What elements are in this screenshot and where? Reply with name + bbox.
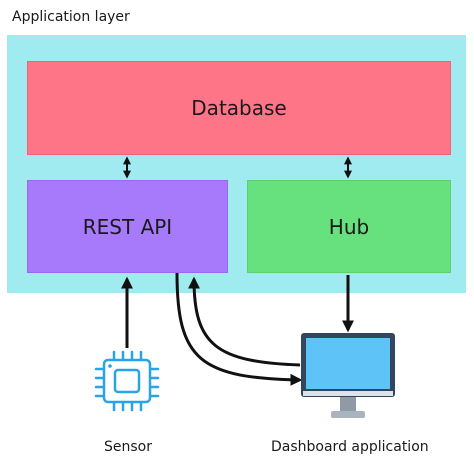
microchip-icon xyxy=(94,350,160,412)
rest-api-box: REST API xyxy=(27,180,228,273)
application-layer-title: Application layer xyxy=(12,9,130,25)
sensor-label: Sensor xyxy=(104,439,152,455)
hub-box: Hub xyxy=(247,180,451,273)
hub-label: Hub xyxy=(328,214,370,239)
rest-api-label: REST API xyxy=(82,214,173,239)
dashboard-to-rest-api-arrow xyxy=(188,276,301,367)
database-label: Database xyxy=(191,96,287,120)
dashboard-application-label: Dashboard application xyxy=(271,439,429,455)
monitor-icon xyxy=(301,333,395,418)
database-box: Database xyxy=(27,61,451,155)
rest-api-to-dashboard-arrow xyxy=(175,272,303,386)
